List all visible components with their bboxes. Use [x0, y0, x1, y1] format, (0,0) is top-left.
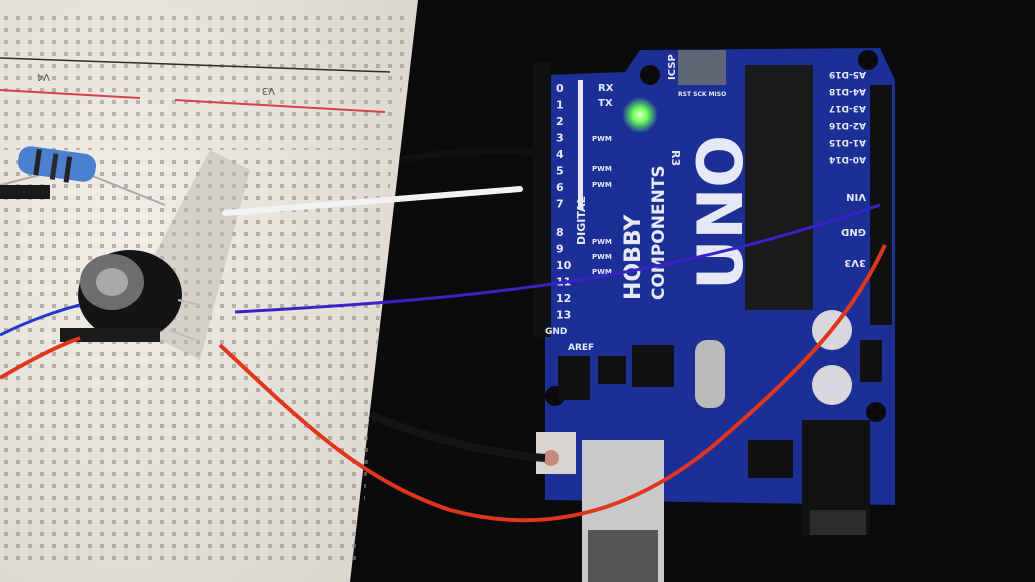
analog-pin-label: A2-D16	[829, 120, 866, 130]
black-wire	[399, 147, 541, 164]
regulator	[748, 440, 793, 478]
ground-rail-line	[0, 57, 391, 73]
brand-text: HOBBY	[621, 214, 646, 300]
digital-pin-label: 12	[556, 292, 571, 305]
digital-pin-label: 10	[556, 259, 572, 272]
rx-label: RX	[598, 83, 614, 94]
digital-pin-label: 8	[556, 226, 564, 239]
analog-pin-label: A1-D15	[829, 137, 866, 147]
breadboard: V4 V3	[0, 0, 418, 582]
pwm-label: PWM	[592, 268, 612, 276]
digital-pin-label: 2	[556, 115, 564, 128]
tx-label: TX	[598, 98, 613, 109]
power-led	[622, 97, 658, 133]
vin-label: VIN	[846, 191, 866, 202]
resistor	[0, 146, 166, 206]
rail-label: V4	[37, 71, 50, 82]
digital-pin-label: 5	[556, 165, 564, 178]
gnd-label: GND	[545, 327, 567, 337]
digital-pin-label: 4	[556, 148, 564, 161]
gnd-label: GND	[841, 226, 866, 237]
pwm-label: PWM	[592, 135, 612, 143]
digital-pin-label: 1	[556, 99, 564, 112]
red-wire	[218, 244, 887, 523]
digital-pin-label: 7	[556, 198, 564, 211]
digital-pin-label: 6	[556, 181, 564, 194]
analog-power-header	[870, 85, 892, 325]
capacitor-smd	[812, 365, 852, 405]
digital-pin-label: 9	[556, 243, 564, 256]
digital-pin-label: 3	[556, 132, 564, 145]
aref-label: AREF	[568, 343, 594, 353]
electrolytic-capacitor	[60, 250, 201, 342]
power-rail-line	[174, 99, 386, 113]
digital-pin-label: 0	[556, 82, 564, 95]
header-small	[558, 356, 590, 400]
icsp-header	[678, 50, 726, 85]
red-wire	[0, 336, 81, 380]
icsp-pin-labels: RST SCK MISO	[678, 91, 726, 98]
atmega-chip	[745, 65, 813, 310]
pwm-label: PWM	[592, 165, 612, 173]
usb-chip	[632, 345, 674, 387]
white-wire	[222, 186, 523, 216]
blue-wire	[0, 303, 81, 337]
blue-wire	[234, 203, 881, 314]
pwm-label: PWM	[592, 253, 612, 261]
icsp-label: ICSP	[667, 54, 678, 80]
crystal	[695, 340, 725, 408]
power-rail-line	[0, 89, 141, 99]
brand-text: COMPONENTS	[649, 165, 669, 300]
3v3-label: 3V3	[844, 257, 866, 268]
board-model-text: UNO	[684, 135, 757, 290]
digital-header	[533, 62, 551, 337]
analog-pin-label: A0-D14	[829, 154, 866, 164]
analog-pin-label: A4-D18	[829, 86, 866, 96]
analog-pin-label: A3-D17	[829, 103, 866, 113]
board-revision-text: R3	[669, 150, 682, 166]
digital-pin-label: 13	[556, 309, 571, 322]
rail-label: V3	[262, 85, 275, 96]
pwm-label: PWM	[592, 238, 612, 246]
analog-pin-label: A5-D19	[829, 69, 866, 79]
black-wire	[368, 411, 546, 462]
pwm-label: PWM	[592, 181, 612, 189]
